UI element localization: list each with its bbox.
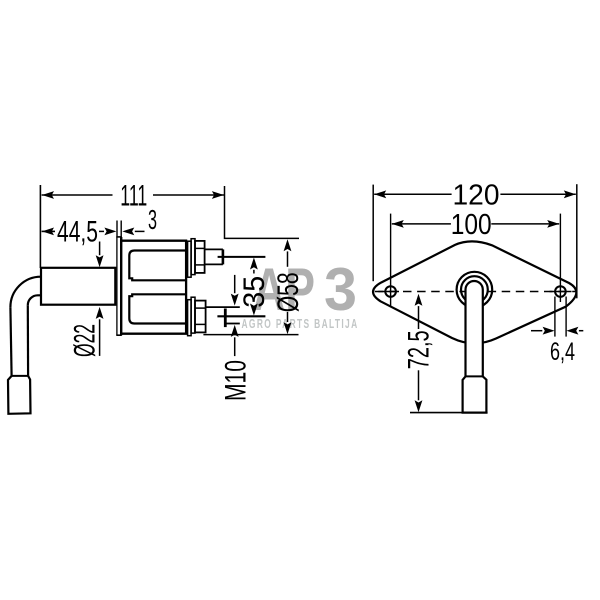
svg-text:Ø22: Ø22 bbox=[68, 324, 101, 357]
svg-text:35: 35 bbox=[238, 276, 271, 308]
svg-text:3: 3 bbox=[148, 204, 157, 235]
svg-text:72,5: 72,5 bbox=[402, 330, 435, 369]
svg-text:AP: AP bbox=[253, 256, 315, 323]
svg-text:AGRO PARTS BALTIJA: AGRO PARTS BALTIJA bbox=[242, 317, 359, 331]
svg-text:44,5: 44,5 bbox=[57, 216, 98, 249]
svg-text:M10: M10 bbox=[220, 360, 253, 401]
svg-text:120: 120 bbox=[453, 179, 500, 211]
svg-text:111: 111 bbox=[120, 179, 147, 212]
svg-text:6,4: 6,4 bbox=[550, 338, 575, 366]
svg-text:100: 100 bbox=[451, 209, 492, 241]
svg-text:Ø58: Ø58 bbox=[272, 272, 305, 312]
svg-text:3: 3 bbox=[324, 256, 357, 323]
